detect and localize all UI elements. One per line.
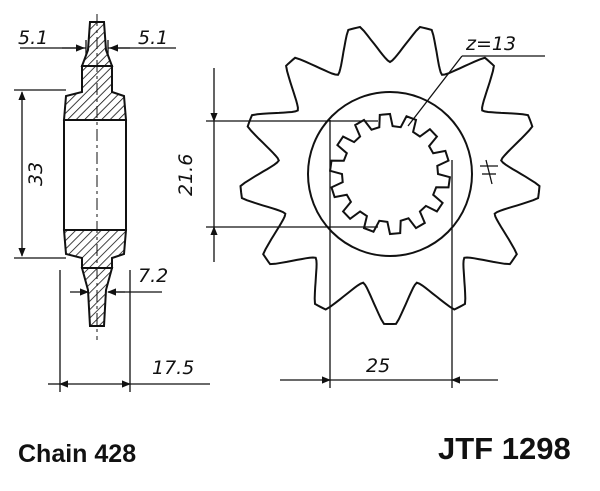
side-view xyxy=(62,14,128,340)
dim-17-5: 17.5 xyxy=(152,357,194,379)
dim-5-1-left: 5.1 xyxy=(18,27,48,49)
sprocket-teeth-outline xyxy=(239,25,541,325)
dim-25: 25 xyxy=(366,355,390,377)
side-bore xyxy=(63,119,127,231)
front-view xyxy=(239,25,541,388)
side-hub-upper xyxy=(62,65,128,121)
teeth-count-label: z=13 xyxy=(465,33,516,55)
front-dimensions xyxy=(206,55,545,384)
dim-21-6: 21.6 xyxy=(175,154,197,196)
side-hub-lower xyxy=(62,229,128,269)
hub-circle xyxy=(307,91,473,257)
dim-5-1-right: 5.1 xyxy=(138,27,168,49)
dim-7-2: 7.2 xyxy=(138,265,168,287)
chain-size-label: Chain 428 xyxy=(18,440,137,468)
dim-33: 33 xyxy=(25,162,47,186)
side-dimensions xyxy=(14,40,210,392)
spline-bore-outline xyxy=(328,112,452,236)
part-number-label: JTF 1298 xyxy=(438,431,571,466)
